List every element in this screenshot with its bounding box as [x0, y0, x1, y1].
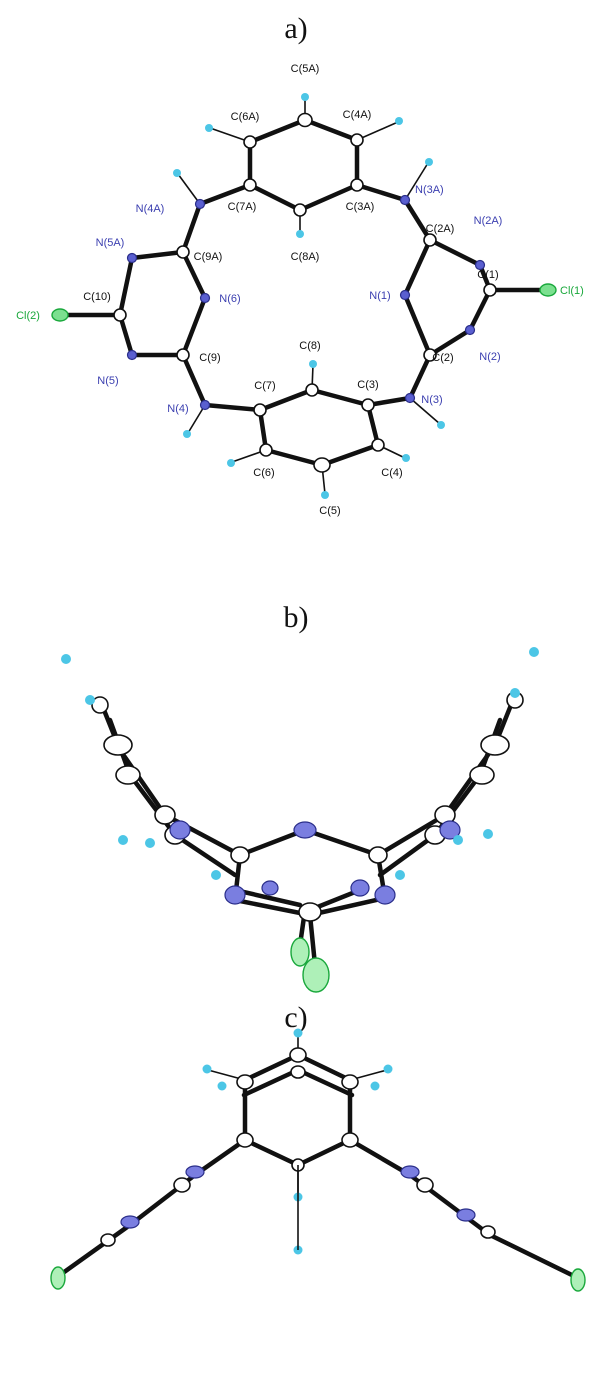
panel-a-label: a) — [284, 12, 307, 45]
atom-label-n2a: N(2A) — [474, 215, 503, 227]
atom-label-c4: C(4) — [381, 467, 402, 479]
atom-label-c5a: C(5A) — [291, 63, 320, 75]
atom-label-c4a: C(4A) — [343, 109, 372, 121]
atom-label-cl1: Cl(1) — [560, 285, 584, 297]
atom-label-c3: C(3) — [357, 379, 378, 391]
atom-label-c2a: C(2A) — [426, 223, 455, 235]
atom-label-n4: N(4) — [167, 403, 188, 415]
panel-c-label: c) — [284, 1001, 307, 1034]
atom-label-n5a: N(5A) — [96, 237, 125, 249]
atom-label-n6: N(6) — [219, 293, 240, 305]
atom-label-n5: N(5) — [97, 375, 118, 387]
atom-label-c9: C(9) — [199, 352, 220, 364]
panel-b-structure — [61, 647, 539, 993]
panel-b-label: b) — [284, 601, 309, 634]
atom-label-c8a: C(8A) — [291, 251, 320, 263]
atom-label-c6a: C(6A) — [231, 111, 260, 123]
atom-label-n1: N(1) — [369, 290, 390, 302]
atom-label-c7a: C(7A) — [228, 201, 257, 213]
atom-label-n3a: N(3A) — [415, 184, 444, 196]
atom-label-cl2: Cl(2) — [16, 310, 40, 322]
atom-label-c6: C(6) — [253, 467, 274, 479]
atom-label-c9a: C(9A) — [194, 251, 223, 263]
panel-a-structure: C(5A) C(4A) C(6A) N(3A) N(4A) C(7A) C(3A… — [16, 63, 584, 517]
atom-label-c5: C(5) — [319, 505, 340, 517]
atom-label-c8: C(8) — [299, 340, 320, 352]
atom-label-c2: C(2) — [432, 352, 453, 364]
atom-label-n4a: N(4A) — [136, 203, 165, 215]
atom-label-c7: C(7) — [254, 380, 275, 392]
atom-label-n2: N(2) — [479, 351, 500, 363]
atom-label-n3: N(3) — [421, 394, 442, 406]
atom-label-c10: C(10) — [83, 291, 111, 303]
panel-c-structure — [50, 1028, 586, 1292]
atom-label-c1: C(1) — [477, 269, 498, 281]
atom-label-c3a: C(3A) — [346, 201, 375, 213]
